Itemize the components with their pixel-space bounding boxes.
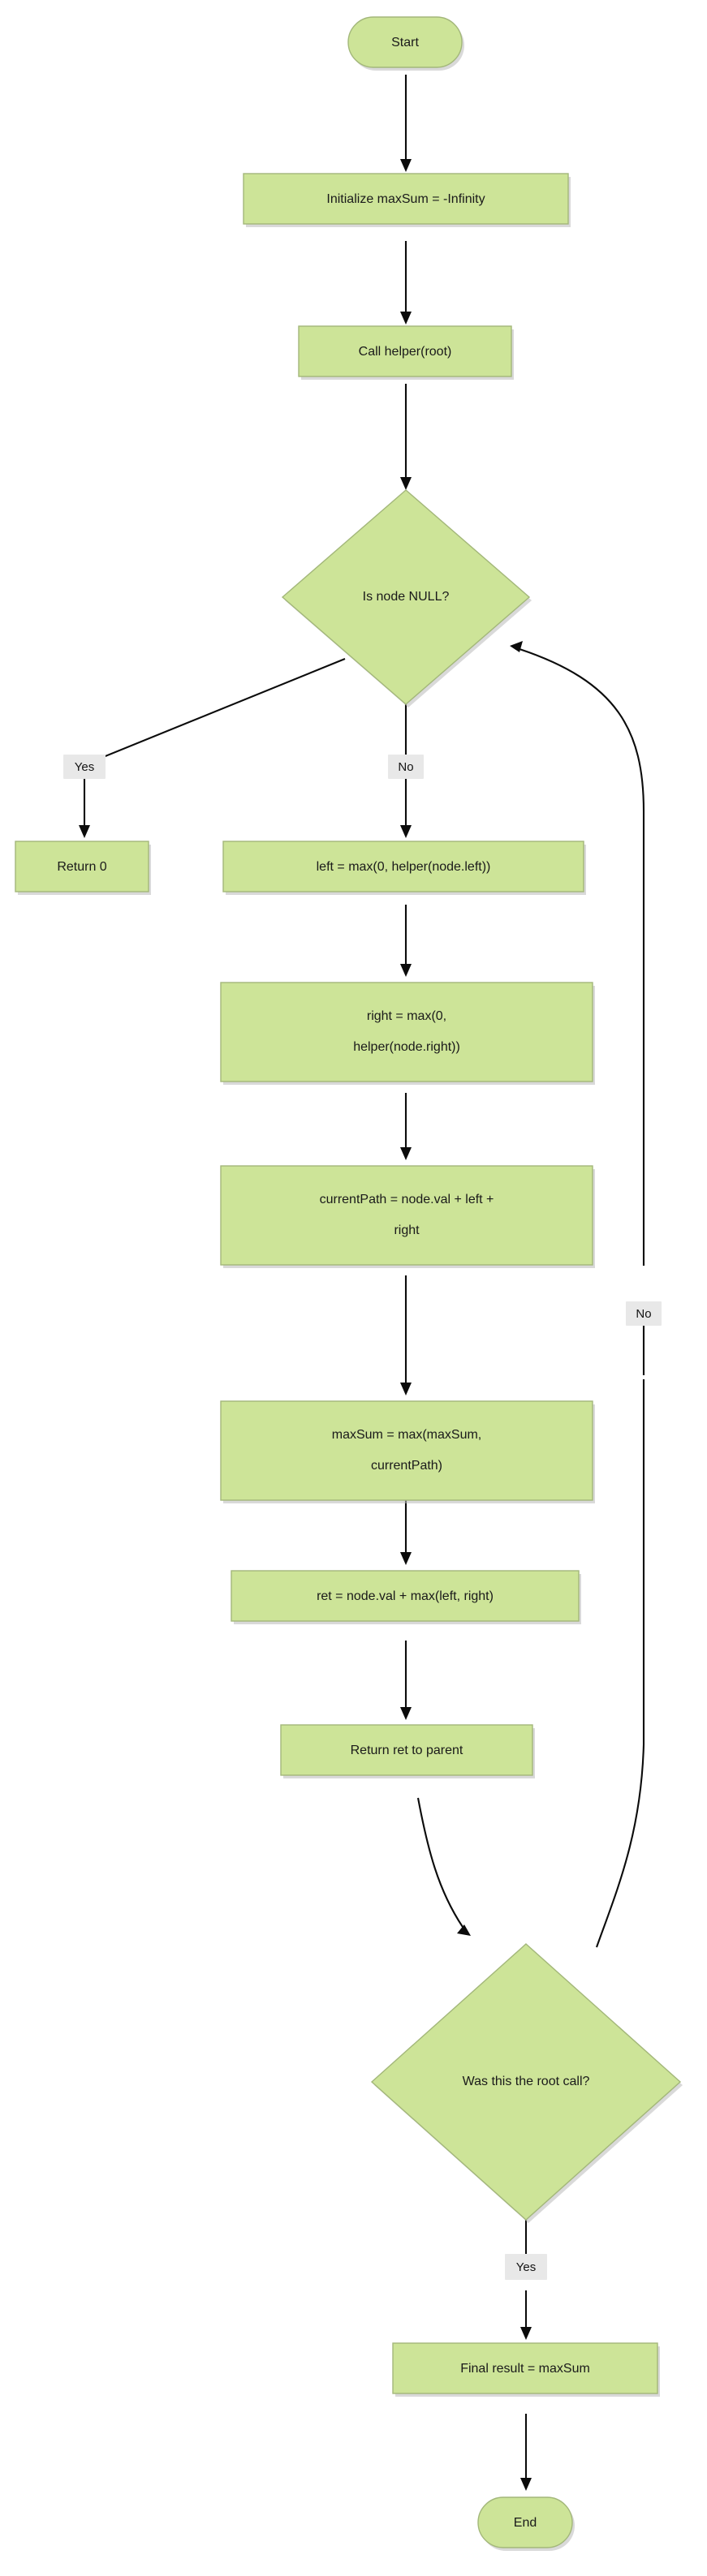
node-return-parent[interactable]: Return ret to parent (280, 1724, 535, 1778)
node-ret-shape[interactable] (231, 1570, 580, 1622)
node-right[interactable]: right = max(0, helper(node.right)) (220, 982, 595, 1085)
node-is-null-label: Is node NULL? (363, 590, 450, 604)
edge-label-no-text: No (398, 760, 413, 774)
edge-label-loop-no-text: No (636, 1307, 651, 1321)
node-root-call-label: Was this the root call? (463, 2075, 590, 2088)
node-end-label: End (514, 2516, 537, 2530)
node-call-helper-shape[interactable] (298, 325, 512, 377)
node-final-result-shape[interactable] (392, 2342, 658, 2394)
edge-left-to-right (400, 905, 412, 977)
node-layer: Start Initialize maxSum = -Infinity Call… (15, 16, 683, 2551)
node-final-result-label: Final result = maxSum (460, 2362, 590, 2376)
node-current-path[interactable]: currentPath = node.val + left + right (220, 1165, 595, 1268)
node-init-shape[interactable] (243, 173, 569, 225)
edge-right-to-current-path (400, 1093, 412, 1160)
node-left-shape[interactable] (222, 841, 584, 892)
edge-current-path-to-max-sum (400, 1275, 412, 1396)
node-root-call-shape[interactable] (370, 1943, 682, 2221)
edge-label-is-null-no: No (388, 755, 424, 779)
node-max-sum-shape[interactable] (220, 1400, 593, 1501)
node-start-label: Start (391, 36, 419, 49)
node-current-path-shape[interactable] (220, 1165, 593, 1266)
edge-call-helper-to-is-null (400, 384, 412, 490)
node-root-call[interactable]: Was this the root call? (370, 1943, 683, 2223)
node-call-helper-label: Call helper(root) (359, 345, 452, 359)
edge-label-root-call-no: No (626, 1301, 662, 1326)
node-ret[interactable]: ret = node.val + max(left, right) (231, 1570, 581, 1624)
node-init-label: Initialize maxSum = -Infinity (326, 192, 485, 206)
node-left[interactable]: left = max(0, helper(node.left)) (222, 841, 586, 895)
node-end[interactable]: End (477, 2496, 575, 2551)
node-is-null-shape[interactable] (281, 489, 531, 705)
edge-label-is-null-yes: Yes (63, 755, 106, 779)
node-start-shape[interactable] (347, 16, 463, 68)
node-init[interactable]: Initialize maxSum = -Infinity (243, 173, 571, 227)
node-call-helper[interactable]: Call helper(root) (298, 325, 514, 380)
node-current-path-label-line2: right (394, 1223, 420, 1237)
edge-max-sum-to-ret (400, 1497, 412, 1565)
edge-layer (79, 75, 645, 2491)
node-return-parent-label: Return ret to parent (351, 1744, 463, 1757)
edge-label-layer: Yes No No Yes (63, 755, 662, 2280)
node-ret-label: ret = node.val + max(left, right) (317, 1589, 494, 1603)
node-end-shape[interactable] (477, 2496, 573, 2548)
node-is-null[interactable]: Is node NULL? (281, 489, 532, 707)
node-right-label-line1: right = max(0, (367, 1009, 446, 1023)
node-right-shape[interactable] (220, 982, 593, 1082)
edge-label-final-yes-text: Yes (516, 2260, 536, 2274)
node-return-zero-shape[interactable] (15, 841, 149, 892)
node-max-sum-label-line1: maxSum = max(maxSum, (332, 1428, 481, 1442)
node-return-parent-shape[interactable] (280, 1724, 533, 1776)
node-return-zero[interactable]: Return 0 (15, 841, 151, 895)
edge-label-root-call-yes: Yes (505, 2254, 547, 2280)
node-max-sum[interactable]: maxSum = max(maxSum, currentPath) (220, 1400, 595, 1503)
edge-is-null-to-left (400, 704, 412, 838)
edge-final-result-to-end (520, 2414, 532, 2491)
node-final-result[interactable]: Final result = maxSum (392, 2342, 660, 2397)
edge-init-to-call-helper (400, 241, 412, 325)
edge-ret-to-return-parent (400, 1641, 412, 1720)
node-right-label-line2: helper(node.right)) (353, 1040, 460, 1054)
node-current-path-label-line1: currentPath = node.val + left + (320, 1193, 494, 1206)
node-return-zero-label: Return 0 (57, 860, 106, 874)
edge-is-null-to-return-zero (79, 658, 346, 838)
node-max-sum-label-line2: currentPath) (371, 1459, 442, 1473)
edge-start-to-init (400, 75, 412, 172)
edge-return-parent-to-root-call (416, 1797, 471, 1936)
node-left-label: left = max(0, helper(node.left)) (317, 860, 491, 874)
edge-label-yes-text: Yes (75, 760, 94, 774)
node-start[interactable]: Start (347, 16, 464, 71)
edge-root-call-to-is-null (510, 641, 645, 1948)
